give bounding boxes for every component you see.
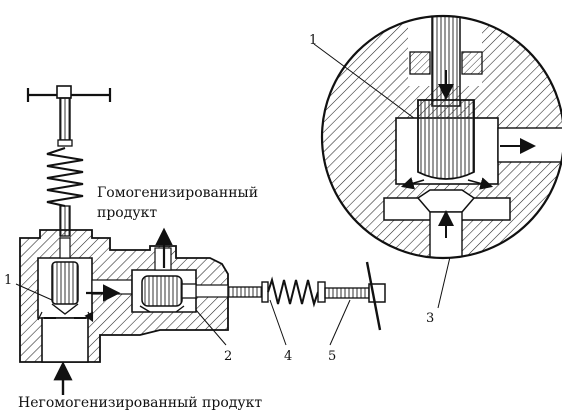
homogenized-label-line2: продукт <box>97 205 158 221</box>
callout-3: 3 <box>426 311 435 326</box>
right-pressure-assembly <box>227 261 386 331</box>
left-valve-element <box>37 261 92 320</box>
homogenized-label-line1: Гомогенизированный <box>97 185 259 201</box>
callout-4: 4 <box>284 349 293 364</box>
callout-2: 2 <box>224 349 233 364</box>
upper-spring <box>46 139 84 237</box>
valve-housing <box>19 229 229 363</box>
top-handwheel <box>26 85 112 141</box>
callout-detail-1: 1 <box>309 33 318 48</box>
second-stage-valve <box>139 275 197 313</box>
flow-arrows-main <box>53 227 173 395</box>
detail-magnifier <box>320 14 562 260</box>
callout-main-1: 1 <box>4 273 13 288</box>
nonhomogenized-label: Негомогенизированный продукт <box>18 395 263 411</box>
callout-5: 5 <box>328 349 337 364</box>
